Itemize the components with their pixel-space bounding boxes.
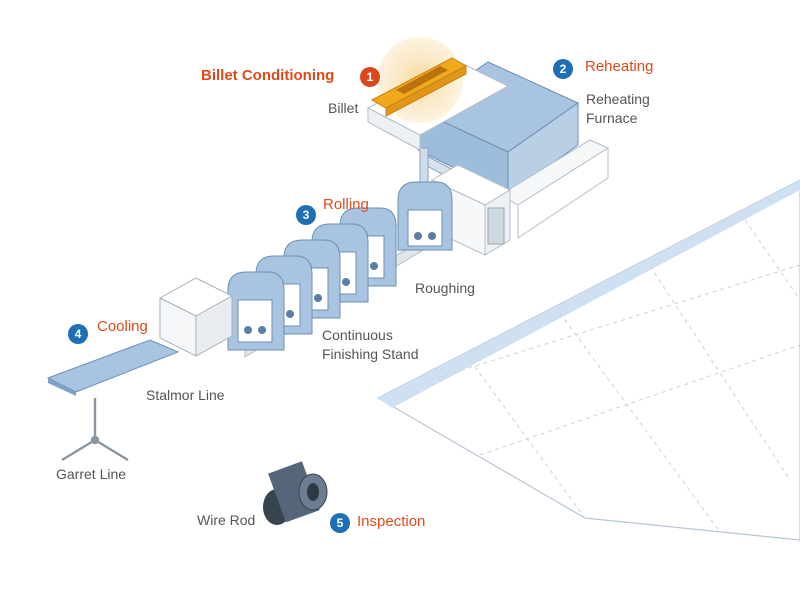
step-1-badge: 1 [360,67,380,87]
label-reheating-furnace-line2: Furnace [586,110,638,126]
wire-rod-coil [263,461,328,525]
billet-station [366,37,510,151]
label-finishing-line1: Continuous [322,327,393,343]
step-2-title: Reheating [585,58,654,75]
label-wire-rod: Wire Rod [197,512,256,528]
label-billet: Billet [328,100,359,116]
step-4-title: Cooling [97,318,148,335]
step-3-badge: 3 [296,205,316,225]
roughing-mill [397,164,512,256]
label-garret-line: Garret Line [56,466,127,482]
finishing-stand [227,271,285,351]
laying-head [158,277,234,357]
step-3-title: Rolling [323,196,369,213]
step-2-badge: 2 [553,59,573,79]
step-4-badge: 4 [68,324,88,344]
label-roughing: Roughing [415,280,475,296]
step-5-title: Inspection [357,513,426,530]
stalmor-conveyor [46,339,180,396]
label-reheating-furnace-line1: Reheating [586,91,650,107]
label-stalmor-line: Stalmor Line [146,387,225,403]
floor-slab [376,179,800,541]
garret-fan [61,398,129,462]
step-1-title: Billet Conditioning [201,67,335,84]
label-finishing-line2: Finishing Stand [322,346,419,362]
finishing-stands [227,207,397,351]
step-5-badge: 5 [330,513,350,533]
